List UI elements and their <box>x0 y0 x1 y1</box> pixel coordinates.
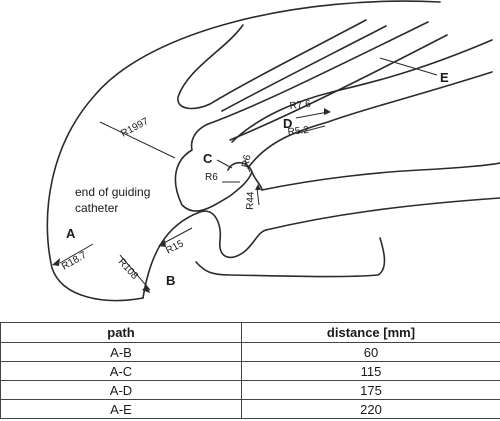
catheter-path-upper <box>142 210 267 299</box>
cell-path: A-C <box>0 361 242 381</box>
dim-r108 <box>119 254 151 291</box>
dim-r15 <box>161 227 193 245</box>
arrow-r15 <box>158 240 166 247</box>
catheter-path-lower <box>195 237 386 278</box>
dim-r18-7 <box>59 243 94 264</box>
radius-r108-label: R108 <box>116 257 140 282</box>
table-row: A-D 175 <box>0 380 500 400</box>
radius-r6-lower-label: R6 <box>205 172 218 183</box>
radius-r6-upper-label: R6 <box>240 153 254 168</box>
header-path: path <box>0 322 242 343</box>
cell-distance: 60 <box>241 342 500 362</box>
leader-e <box>379 57 438 76</box>
upper-branch <box>209 19 367 105</box>
arrow-b <box>142 285 150 293</box>
leader-c <box>216 159 233 169</box>
cell-path: A-B <box>0 342 242 362</box>
bulge-wall <box>174 123 253 212</box>
path-distance-table-container: path distance [mm] A-B 60 A-C 115 A-D 17… <box>0 322 500 419</box>
radius-r1997-label: R1997 <box>119 116 151 140</box>
point-d-label: D <box>283 116 292 131</box>
cell-path: A-D <box>0 380 242 400</box>
table-row: A-C 115 <box>0 361 500 381</box>
dim-r6-upper <box>244 159 251 173</box>
point-b-label: B <box>166 273 175 288</box>
radius-r5-2-label: R5.2 <box>287 125 310 138</box>
path-distance-table: path distance [mm] A-B 60 A-C 115 A-D 17… <box>0 322 500 419</box>
radius-r7-6-label: R7.6 <box>289 99 312 112</box>
table-row: A-B 60 <box>0 342 500 362</box>
cell-distance: 220 <box>241 399 500 419</box>
outer-arch-wall <box>46 0 441 302</box>
main-branch-lower-wall <box>265 197 500 231</box>
dim-r7-6 <box>295 111 329 119</box>
dim-r5-2 <box>297 125 326 134</box>
arrow-r7-6 <box>324 108 331 115</box>
inner-top-curve <box>177 24 244 110</box>
branch-d-lower-wall <box>247 71 493 169</box>
table-header-row: path distance [mm] <box>0 322 500 343</box>
dim-r1997 <box>99 121 176 159</box>
branch-e-lower-wall <box>229 34 448 141</box>
vessel-phantom-diagram: A B C D E R1997 R18.7 R108 R15 R6 R6 R44… <box>46 0 500 302</box>
cell-path: A-E <box>0 399 242 419</box>
arrow-r44 <box>255 184 261 190</box>
junction-c-pocket <box>227 161 263 191</box>
header-distance: distance [mm] <box>241 322 500 343</box>
point-c-label: C <box>203 151 213 166</box>
main-branch-upper-wall <box>261 162 500 191</box>
point-a-label: A <box>66 226 76 241</box>
dim-r44 <box>256 187 260 206</box>
radius-r18-7-label: R18.7 <box>60 250 89 273</box>
cell-distance: 115 <box>241 361 500 381</box>
table-row: A-E 220 <box>0 399 500 419</box>
radius-r44-label: R44 <box>245 191 257 210</box>
upper-branch-lower-wall <box>221 25 387 112</box>
catheter-note-line2: catheter <box>75 201 118 215</box>
cell-distance: 175 <box>241 380 500 400</box>
branch-d-upper-wall <box>231 39 493 143</box>
point-e-label: E <box>440 70 449 85</box>
branch-e-upper-wall <box>207 21 429 125</box>
arrow-a <box>52 258 60 266</box>
catheter-note-line1: end of guiding <box>75 185 150 199</box>
